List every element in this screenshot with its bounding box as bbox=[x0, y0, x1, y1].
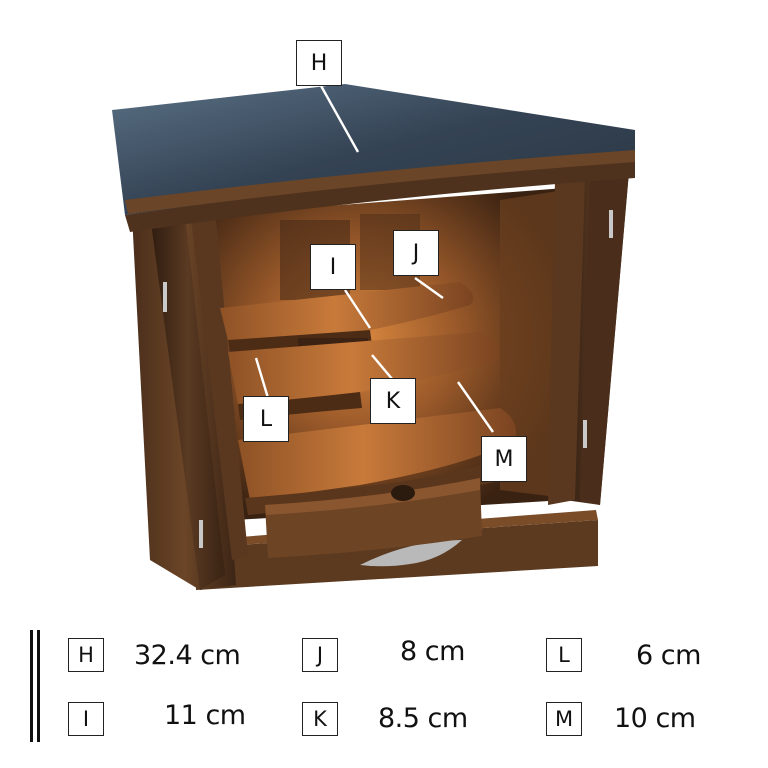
callout-h: H bbox=[296, 40, 342, 86]
leader-line-h bbox=[318, 83, 360, 153]
legend-value-j: 8 cm bbox=[400, 636, 465, 667]
callout-l: L bbox=[243, 396, 289, 442]
legend-value-l: 6 cm bbox=[636, 640, 701, 671]
cabinet-top bbox=[112, 84, 635, 215]
leader-line-j bbox=[414, 277, 444, 299]
leader-line-k bbox=[371, 354, 394, 381]
middle-shelf bbox=[228, 332, 500, 404]
leader-line-m bbox=[457, 381, 494, 433]
legend-key-h: H bbox=[68, 638, 104, 672]
left-door bbox=[150, 214, 225, 590]
callout-m: M bbox=[481, 436, 527, 482]
base-emblem bbox=[360, 540, 462, 567]
callout-j: J bbox=[393, 230, 439, 276]
lower-shelf bbox=[238, 408, 516, 500]
leader-line-i bbox=[343, 289, 372, 329]
legend-divider-line bbox=[37, 630, 40, 742]
legend-divider-line bbox=[30, 630, 33, 742]
drawer-knob bbox=[391, 485, 415, 501]
legend-key-m: M bbox=[546, 702, 582, 736]
legend-key-l: L bbox=[546, 638, 582, 672]
legend-value-m: 10 cm bbox=[614, 703, 696, 734]
legend-key-i: I bbox=[68, 702, 104, 736]
legend-value-i: 11 cm bbox=[164, 700, 246, 731]
legend-value-h: 32.4 cm bbox=[134, 640, 241, 671]
legend-key-k: K bbox=[302, 702, 338, 736]
upper-shelf bbox=[220, 282, 474, 340]
legend-key-j: J bbox=[302, 638, 338, 672]
callout-k: K bbox=[370, 378, 416, 424]
leader-line-l bbox=[254, 357, 270, 399]
callout-i: I bbox=[310, 244, 356, 290]
legend-value-k: 8.5 cm bbox=[378, 703, 468, 734]
